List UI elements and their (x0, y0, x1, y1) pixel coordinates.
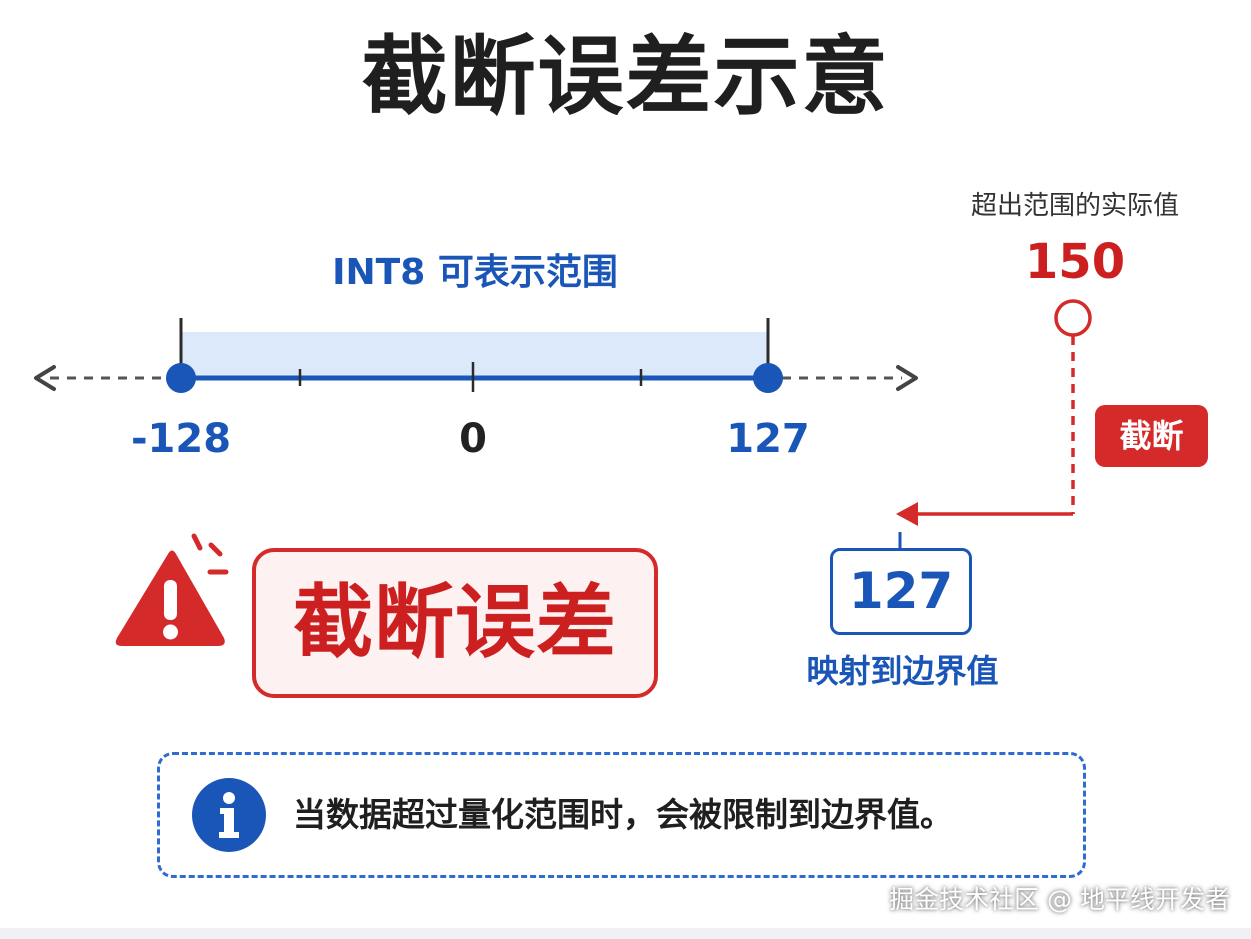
watermark: 掘金技术社区 @ 地平线开发者 (889, 885, 1230, 914)
max-endpoint-dot (753, 363, 783, 393)
info-icon (192, 778, 266, 852)
mapped-value-box: 127 (830, 548, 972, 635)
min-endpoint-dot (166, 363, 196, 393)
zero-tick-label: 0 (459, 416, 487, 462)
mapped-value-label: 映射到边界值 (806, 652, 999, 690)
max-tick-label: 127 (726, 416, 810, 462)
range-label: INT8 可表示范围 (332, 252, 618, 293)
clip-badge: 截断 (1095, 405, 1208, 467)
page-title: 截断误差示意 (361, 27, 890, 127)
right-arrowhead (896, 365, 918, 391)
note-text: 当数据超过量化范围时，会被限制到边界值。 (293, 795, 953, 834)
min-tick-label: -128 (131, 416, 231, 462)
clip-arrowhead (896, 502, 918, 526)
warning-icon (115, 533, 229, 646)
truncation-error-callout: 截断误差 (252, 548, 658, 698)
info-note: 当数据超过量化范围时，会被限制到边界值。 (157, 752, 1086, 878)
overflow-value: 150 (1024, 234, 1126, 290)
bottom-band (0, 928, 1251, 939)
range-highlight (181, 332, 768, 378)
left-arrowhead (34, 365, 56, 391)
overflow-value-marker (1054, 299, 1092, 337)
overflow-label: 超出范围的实际值 (970, 191, 1179, 221)
truncation-error-text: 截断误差 (293, 576, 617, 669)
